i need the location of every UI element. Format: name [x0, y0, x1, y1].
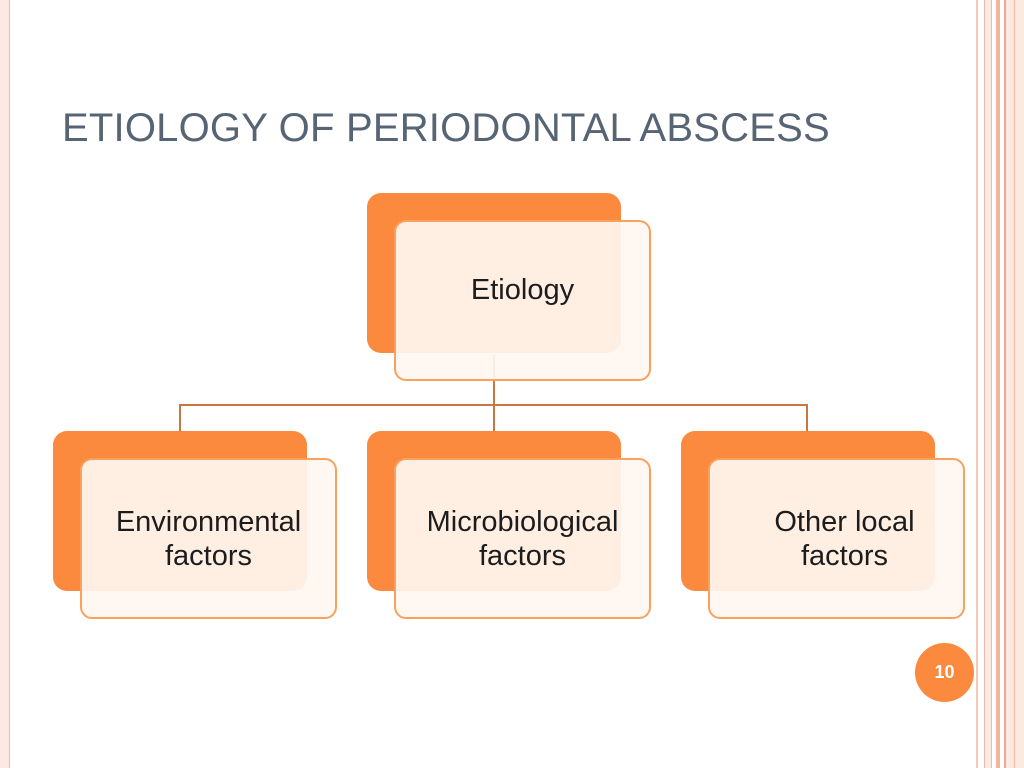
- node-environmental-factors-label: Environmental factors: [115, 505, 302, 572]
- node-front-panel: [394, 220, 651, 381]
- node-front-panel: [80, 458, 337, 619]
- page-number-badge: 10: [915, 643, 974, 702]
- node-other-local-factors: Other local factors: [681, 431, 965, 619]
- node-environmental-factors: Environmental factors: [53, 431, 337, 619]
- node-etiology: Etiology: [367, 193, 651, 381]
- node-front-panel: [394, 458, 651, 619]
- slide-title: ETIOLOGY OF PERIODONTAL ABSCESS: [62, 106, 830, 150]
- node-microbiological-factors: Microbiological factors: [367, 431, 651, 619]
- node-other-local-factors-label: Other local factors: [774, 505, 915, 572]
- node-microbiological-factors-label: Microbiological factors: [426, 505, 619, 572]
- node-etiology-label: Etiology: [470, 273, 575, 306]
- right-border-decoration: [976, 0, 1024, 768]
- node-front-panel: [708, 458, 965, 619]
- left-border-decoration: [0, 0, 10, 768]
